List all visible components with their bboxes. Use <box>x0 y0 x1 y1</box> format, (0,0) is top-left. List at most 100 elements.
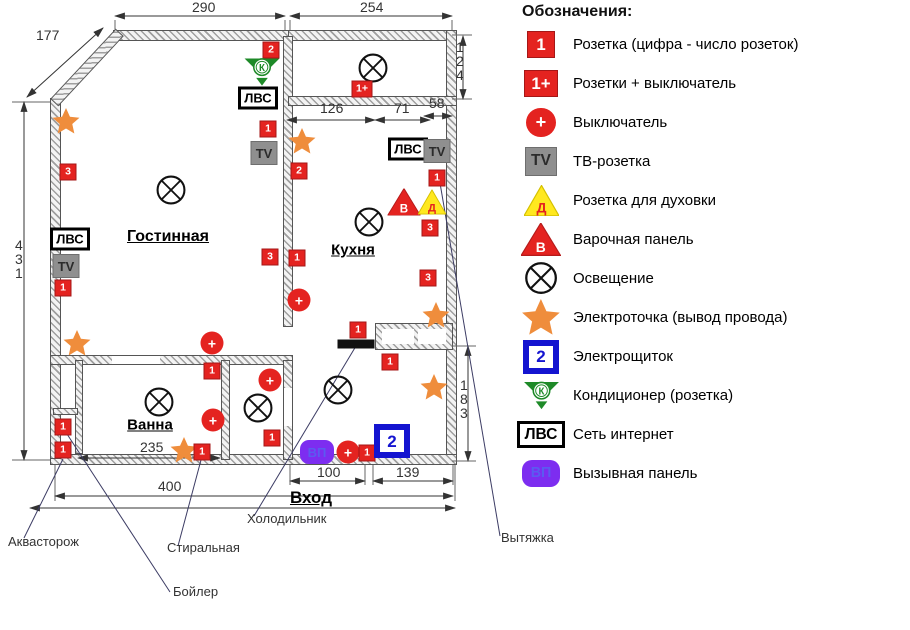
hob-panel-icon: В <box>513 223 569 256</box>
legend-item: 1+Розетки + выключатель <box>513 64 909 103</box>
legend-item-label: Освещение <box>573 270 654 287</box>
door-panel-icon: ВП <box>513 460 569 487</box>
socket-icon: 1 <box>54 441 72 459</box>
svg-text:400: 400 <box>158 478 182 494</box>
door-panel-icon: ВП <box>300 440 334 464</box>
switch-icon: + <box>201 408 225 432</box>
svg-text:Стиральная: Стиральная <box>167 540 240 555</box>
socket-icon: 1 <box>288 249 306 267</box>
socket-icon: 3 <box>419 269 437 287</box>
light-icon <box>354 207 385 238</box>
switch-icon: + <box>336 440 360 464</box>
switch-icon: + <box>200 331 224 355</box>
legend-item-label: Сеть интернет <box>573 426 674 443</box>
legend-item: +Выключатель <box>513 103 909 142</box>
svg-text:290: 290 <box>192 0 216 15</box>
svg-text:139: 139 <box>396 464 420 480</box>
wire-outlet-icon <box>420 374 448 400</box>
wall-segment <box>75 360 83 454</box>
wire-outlet-icon <box>63 330 91 356</box>
socket-icon: 1 <box>263 429 281 447</box>
light-icon <box>144 387 175 418</box>
socket-icon: 1 <box>54 418 72 436</box>
tv-socket-icon: TV <box>250 141 278 165</box>
legend-item: В Варочная панель <box>513 220 909 259</box>
wire-outlet-icon <box>513 299 569 335</box>
svg-text:124: 124 <box>456 39 464 83</box>
socket-icon: 1+ <box>513 69 569 98</box>
lan-socket-icon: ЛВС <box>50 227 90 251</box>
socket-icon: 3 <box>59 163 77 181</box>
wall-segment <box>50 454 457 465</box>
svg-text:В: В <box>536 239 546 255</box>
svg-text:В: В <box>400 204 408 216</box>
room-label: Гостинная <box>127 228 209 245</box>
socket-icon: 1 <box>381 353 399 371</box>
light-icon <box>323 375 354 406</box>
hob-panel-icon: В <box>387 188 421 216</box>
switch-icon: + <box>258 368 282 392</box>
oven-socket-icon: Д <box>418 189 446 215</box>
ac-socket-icon: К <box>513 380 569 411</box>
wire-outlet-icon <box>52 108 80 134</box>
light-icon <box>358 53 389 84</box>
wall-opening <box>284 388 292 426</box>
wall-opening <box>382 329 414 344</box>
tv-socket-icon: TV <box>423 139 451 163</box>
legend-item-label: Варочная панель <box>573 231 694 248</box>
electric-panel-icon: 2 <box>513 339 569 374</box>
socket-icon: 3 <box>421 219 439 237</box>
light-icon <box>156 175 187 206</box>
ac-socket-icon: К <box>244 57 281 88</box>
socket-icon: 1 <box>349 321 367 339</box>
svg-text:235: 235 <box>140 439 164 455</box>
svg-text:177: 177 <box>36 27 60 43</box>
socket-icon: 1 <box>513 30 569 59</box>
socket-icon: 1 <box>54 279 72 297</box>
electric-panel-icon: 2 <box>374 424 410 458</box>
wire-outlet-icon <box>422 302 450 328</box>
fridge-icon <box>337 339 375 349</box>
legend-item-label: Розетки + выключатель <box>573 75 737 92</box>
wall-opening <box>112 356 160 364</box>
svg-text:Холодильник: Холодильник <box>247 511 327 526</box>
svg-text:Бойлер: Бойлер <box>173 584 218 599</box>
svg-text:Аквасторож: Аквасторож <box>8 534 79 549</box>
legend-item: Освещение <box>513 259 909 298</box>
room-label: Вход <box>289 488 333 507</box>
lan-socket-icon: ЛВС <box>238 86 278 110</box>
legend-item-label: Электрощиток <box>573 348 673 365</box>
tv-socket-icon: TV <box>513 147 569 176</box>
wall-opening <box>418 329 446 344</box>
wall-segment <box>283 36 293 327</box>
svg-text:58: 58 <box>429 95 445 111</box>
light-icon <box>243 393 274 424</box>
legend-item-label: Вызывная панель <box>573 465 698 482</box>
switch-icon: + <box>513 107 569 138</box>
svg-text:254: 254 <box>360 0 384 15</box>
socket-icon: 1 <box>428 169 446 187</box>
svg-text:100: 100 <box>317 464 341 480</box>
lan-socket-icon: ЛВС <box>513 420 569 449</box>
room-label: Ванна <box>127 416 173 434</box>
tv-socket-icon: TV <box>52 254 80 278</box>
socket-icon: 1 <box>259 120 277 138</box>
legend-item-label: Электроточка (вывод провода) <box>573 309 788 326</box>
oven-socket-icon: Д <box>513 184 569 217</box>
wire-outlet-icon <box>288 128 316 154</box>
socket-icon: 1 <box>203 362 221 380</box>
socket-icon: 2 <box>262 41 280 59</box>
legend-item-label: Розетка для духовки <box>573 192 716 209</box>
light-icon <box>513 261 569 295</box>
socket-icon: 2 <box>290 162 308 180</box>
